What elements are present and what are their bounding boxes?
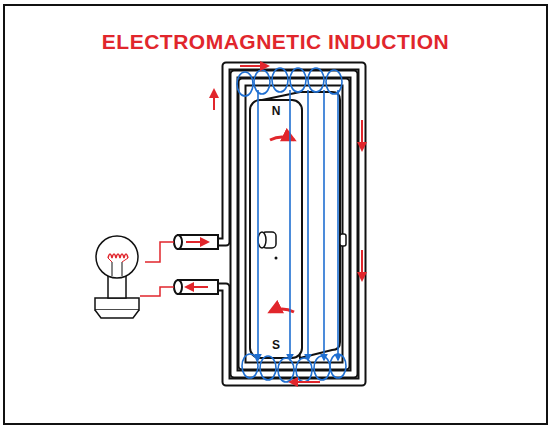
field-lines [237, 68, 346, 382]
wire-outline [214, 66, 362, 382]
light-bulb [95, 236, 174, 318]
pole-label: S [270, 338, 282, 352]
frame [4, 5, 547, 424]
magnet [250, 92, 346, 358]
terminals [174, 235, 218, 294]
wire-core [234, 74, 354, 374]
pole-label: N [270, 104, 283, 118]
wire-core [214, 66, 362, 382]
title: ELECTROMAGNETIC INDUCTION [0, 30, 551, 54]
wire-outline [234, 74, 354, 374]
coil-wire [214, 66, 362, 382]
current-arrows [214, 66, 362, 382]
wire-outline [242, 82, 346, 366]
wire-core [242, 82, 346, 366]
